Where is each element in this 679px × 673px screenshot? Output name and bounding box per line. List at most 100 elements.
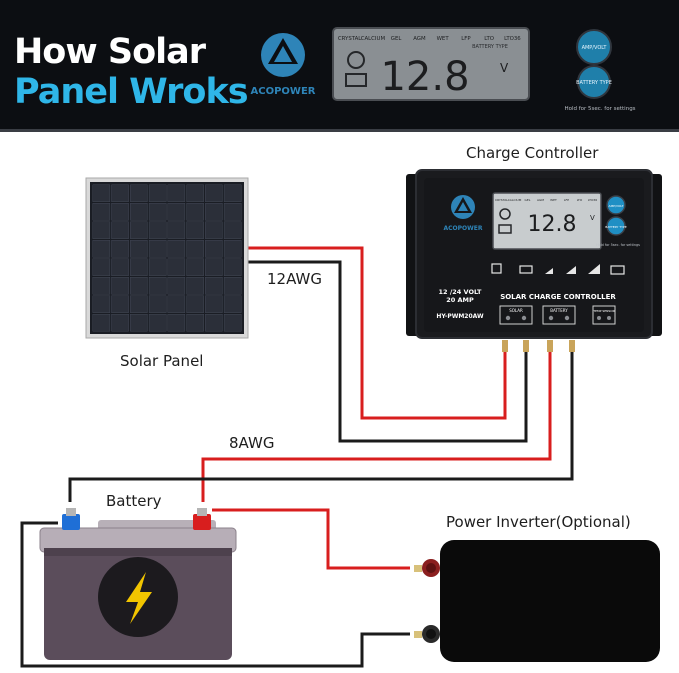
solar-cell bbox=[223, 221, 242, 239]
banner-lcd-battery-type: BATTERY TYPE bbox=[472, 44, 508, 50]
solar-cell bbox=[223, 295, 242, 313]
solar-cell bbox=[167, 295, 186, 313]
banner-lcd-label-6: LTO bbox=[484, 36, 494, 42]
wire-panel-positive bbox=[248, 246, 507, 420]
banner-divider bbox=[0, 129, 679, 132]
controller-lcd-label-0: CRYSTAL bbox=[495, 198, 508, 202]
controller-terminal-battery bbox=[542, 305, 576, 325]
solar-cell bbox=[205, 203, 223, 221]
solar-panel bbox=[85, 177, 249, 339]
wire-inverter-positive bbox=[212, 508, 410, 570]
solar-cell bbox=[130, 184, 148, 202]
solar-cell bbox=[223, 314, 242, 332]
solar-cell bbox=[92, 240, 111, 258]
battery-positive-terminal bbox=[193, 514, 211, 530]
solar-cell bbox=[186, 295, 204, 313]
solar-cell bbox=[148, 277, 167, 295]
solar-cell bbox=[111, 258, 129, 276]
controller-terminal-temp-label: TEMP SENSOR bbox=[592, 309, 614, 313]
solar-cell bbox=[148, 314, 167, 332]
label-wire-12awg: 12AWG bbox=[267, 270, 322, 288]
solar-cell bbox=[167, 314, 186, 332]
controller-indicator-icons bbox=[491, 263, 625, 275]
battery bbox=[39, 508, 237, 660]
banner-lcd-screen bbox=[332, 27, 530, 101]
controller-brand: ACOPOWER bbox=[444, 225, 483, 232]
banner-lcd-unit: V bbox=[500, 61, 509, 75]
solar-cell bbox=[148, 203, 167, 221]
solar-cell bbox=[92, 184, 111, 202]
solar-cell bbox=[167, 258, 186, 276]
solar-cell bbox=[111, 295, 129, 313]
controller-hold-note: Hold for 5sec. for settings bbox=[596, 243, 640, 247]
solar-cell bbox=[167, 184, 186, 202]
solar-cell bbox=[130, 295, 148, 313]
solar-cell bbox=[205, 258, 223, 276]
banner-brand-name: ACOPOWER bbox=[251, 86, 316, 97]
solar-cell bbox=[223, 258, 242, 276]
solar-cell bbox=[186, 277, 204, 295]
controller-battery-type-button[interactable] bbox=[606, 216, 626, 236]
power-inverter bbox=[414, 540, 660, 662]
solar-cell bbox=[167, 221, 186, 239]
solar-panel-cells bbox=[92, 184, 242, 332]
controller-lcd-battery-icon bbox=[498, 224, 512, 234]
solar-cell bbox=[167, 203, 186, 221]
controller-lcd-sun-icon bbox=[499, 208, 511, 220]
solar-cell bbox=[186, 314, 204, 332]
solar-cell bbox=[167, 277, 186, 295]
solar-cell bbox=[111, 240, 129, 258]
banner-lcd-label-5: LFP bbox=[461, 36, 471, 42]
controller-wire-tips bbox=[502, 340, 575, 352]
solar-cell bbox=[130, 203, 148, 221]
controller-lcd-unit: V bbox=[590, 214, 595, 222]
controller-button-1-label: AMP/VOLT bbox=[609, 204, 624, 208]
controller-lcd-label-2: GEL bbox=[525, 198, 531, 202]
controller-lcd-label-3: AGM bbox=[537, 198, 544, 202]
solar-cell bbox=[205, 277, 223, 295]
solar-cell bbox=[111, 221, 129, 239]
banner-lcd-battery-icon bbox=[345, 73, 367, 87]
controller-terminal-battery-label: BATTERY bbox=[550, 308, 568, 313]
label-solar-panel: Solar Panel bbox=[120, 352, 204, 370]
banner-battery-type-button bbox=[577, 65, 611, 99]
controller-lcd bbox=[492, 192, 602, 250]
solar-cell bbox=[130, 277, 148, 295]
wire-panel-negative bbox=[248, 260, 528, 443]
controller-lcd-label-6: LTO bbox=[577, 198, 583, 202]
solar-cell bbox=[92, 295, 111, 313]
solar-cell bbox=[186, 203, 204, 221]
banner-lcd-label-1: CALCIUM bbox=[361, 36, 386, 42]
banner-lcd-reading: 12.8 bbox=[380, 54, 469, 100]
solar-cell bbox=[130, 221, 148, 239]
solar-cell bbox=[148, 221, 167, 239]
solar-cell bbox=[148, 184, 167, 202]
banner-button-1-label: AMP/VOLT bbox=[582, 45, 608, 51]
wire-battery-negative bbox=[68, 348, 574, 502]
controller-lcd-label-1: CALCIUM bbox=[508, 198, 522, 202]
banner-hold-note: Hold for 5sec. for settings bbox=[564, 106, 635, 112]
banner-lcd-label-4: WET bbox=[437, 36, 450, 42]
controller-title: SOLAR CHARGE CONTROLLER bbox=[500, 293, 616, 301]
solar-cell bbox=[186, 240, 204, 258]
solar-cell bbox=[111, 277, 129, 295]
solar-cell bbox=[111, 184, 129, 202]
controller-rating-line2: 20 AMP bbox=[446, 296, 474, 304]
controller-rating-line1: 12 /24 VOLT bbox=[439, 288, 482, 296]
solar-cell bbox=[92, 203, 111, 221]
label-power-inverter: Power Inverter(Optional) bbox=[446, 513, 631, 531]
solar-cell bbox=[92, 258, 111, 276]
solar-cell bbox=[92, 277, 111, 295]
solar-cell bbox=[186, 184, 204, 202]
controller-amp-volt-button[interactable] bbox=[606, 195, 626, 215]
wire-inverter-negative bbox=[20, 521, 410, 668]
controller-lcd-label-7: LTO36 bbox=[588, 198, 597, 202]
solar-cell bbox=[223, 184, 242, 202]
solar-cell bbox=[92, 221, 111, 239]
